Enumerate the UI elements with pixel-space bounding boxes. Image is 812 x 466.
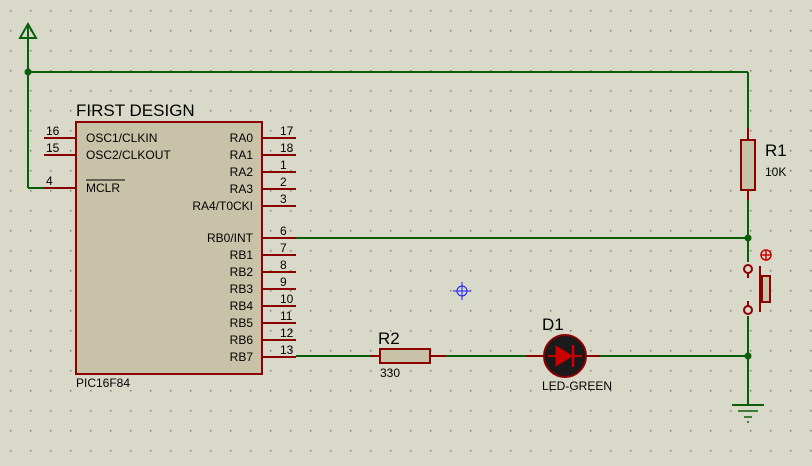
pin-number: 6 [280, 224, 287, 238]
d1-value: LED-GREEN [542, 379, 612, 393]
pin-label: RB4 [230, 299, 254, 313]
pin-number: 16 [46, 124, 60, 138]
pushbutton-icon[interactable] [743, 249, 772, 315]
mcu-body[interactable] [75, 121, 263, 375]
crosshair-icon [453, 282, 471, 300]
pin-label: MCLR [86, 181, 120, 195]
pin-number: 9 [280, 275, 287, 289]
switch-actuator-icon[interactable] [760, 249, 772, 261]
ground-icon[interactable] [732, 404, 764, 423]
pin-label: RB0/INT [207, 231, 254, 245]
pin-label: RA1 [230, 148, 254, 162]
resistor-r2-body[interactable] [379, 348, 431, 364]
pin-number: 15 [46, 141, 60, 155]
pin-number: 12 [280, 326, 294, 340]
pin-number: 3 [280, 192, 287, 206]
mcu-part-label: PIC16F84 [76, 376, 130, 390]
led-d1[interactable]: D1 LED-GREEN [526, 315, 612, 393]
pin-number: 4 [46, 174, 53, 188]
pin-number: 7 [280, 241, 287, 255]
r2-value: 330 [380, 366, 400, 380]
pin-label: RB2 [230, 265, 254, 279]
junction-dot [744, 352, 752, 360]
wires [27, 71, 749, 404]
r2-ref: R2 [378, 329, 400, 348]
resistor-r2[interactable]: R2 330 [370, 329, 446, 380]
pin-label: RB3 [230, 282, 254, 296]
pin-number: 2 [280, 175, 287, 189]
pin-label: RA0 [230, 131, 254, 145]
r1-ref: R1 [765, 141, 787, 160]
r1-value: 10K [765, 165, 786, 179]
pin-number: 10 [280, 292, 294, 306]
resistor-r1[interactable]: R1 10K [740, 128, 787, 200]
pin-number: 1 [280, 158, 287, 172]
pin-label: RA3 [230, 182, 254, 196]
mcu-right-pins: 17RA018RA11RA22RA33RA4/T0CKI6RB0/INT7RB1… [192, 124, 296, 364]
pin-label: RA4/T0CKI [192, 199, 253, 213]
mcu-title: FIRST DESIGN [76, 101, 195, 120]
pin-number: 11 [280, 309, 293, 323]
pin-label: OSC1/CLKIN [86, 131, 157, 145]
pin-label: RB6 [230, 333, 254, 347]
pin-label: RB7 [230, 350, 254, 364]
power-terminal-icon[interactable] [18, 21, 38, 72]
pin-number: 8 [280, 258, 287, 272]
pin-number: 13 [280, 343, 294, 357]
resistor-r1-body[interactable] [740, 139, 756, 191]
pin-label: RB1 [230, 248, 254, 262]
pin-label: OSC2/CLKOUT [86, 148, 171, 162]
pin-label: RA2 [230, 165, 254, 179]
pin-number: 17 [280, 124, 294, 138]
d1-ref: D1 [542, 315, 564, 334]
pin-number: 18 [280, 141, 294, 155]
junction-dot [24, 68, 32, 76]
grid-dots [10, 10, 812, 452]
pin-label: RB5 [230, 316, 254, 330]
junction-dot [744, 234, 752, 242]
